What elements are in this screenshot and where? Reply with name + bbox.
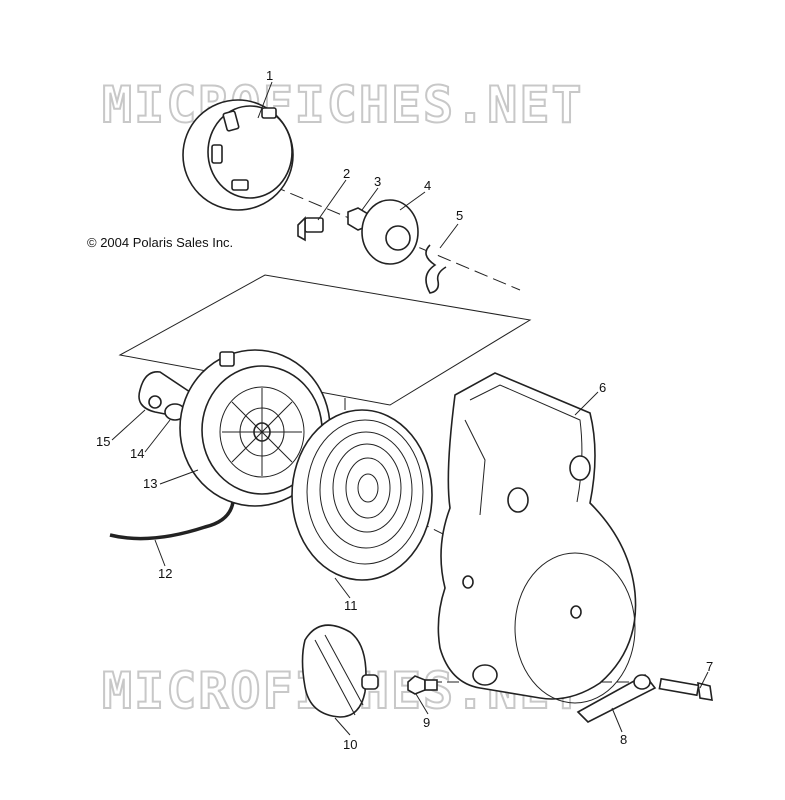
callout-1: 1 <box>266 68 273 83</box>
callout-14: 14 <box>130 446 144 461</box>
part-8-strap-eyelet <box>633 674 651 690</box>
part-13-reel <box>179 349 331 507</box>
part-12-rope <box>109 501 235 541</box>
part-11-spring <box>291 398 433 581</box>
callout-6: 6 <box>599 380 606 395</box>
part-4-pulley <box>361 199 419 265</box>
callout-9: 9 <box>423 715 430 730</box>
callout-15: 15 <box>96 434 110 449</box>
callout-8: 8 <box>620 732 627 747</box>
watermark-top: MICROFICHES.NET <box>102 76 584 134</box>
copyright-notice: © 2004 Polaris Sales Inc. <box>87 235 234 250</box>
callout-13: 13 <box>143 476 157 491</box>
part-7-bolt <box>658 677 713 701</box>
part-10-handle <box>301 624 379 718</box>
callout-7: 7 <box>706 659 713 674</box>
part-1-drive-cup <box>182 99 294 211</box>
callouts: 1 2 3 4 5 6 7 8 9 10 11 12 13 14 15 <box>96 68 713 752</box>
part-2-bolt <box>297 216 324 242</box>
callout-2: 2 <box>343 166 350 181</box>
part-9-screw <box>407 675 438 695</box>
part-6-housing <box>437 372 637 704</box>
callout-10: 10 <box>343 737 357 752</box>
callout-3: 3 <box>374 174 381 189</box>
part-5-clip <box>425 244 447 294</box>
callout-11: 11 <box>344 598 358 613</box>
leader-lines <box>111 81 709 736</box>
callout-12: 12 <box>158 566 172 581</box>
callout-4: 4 <box>424 178 431 193</box>
callout-5: 5 <box>456 208 463 223</box>
